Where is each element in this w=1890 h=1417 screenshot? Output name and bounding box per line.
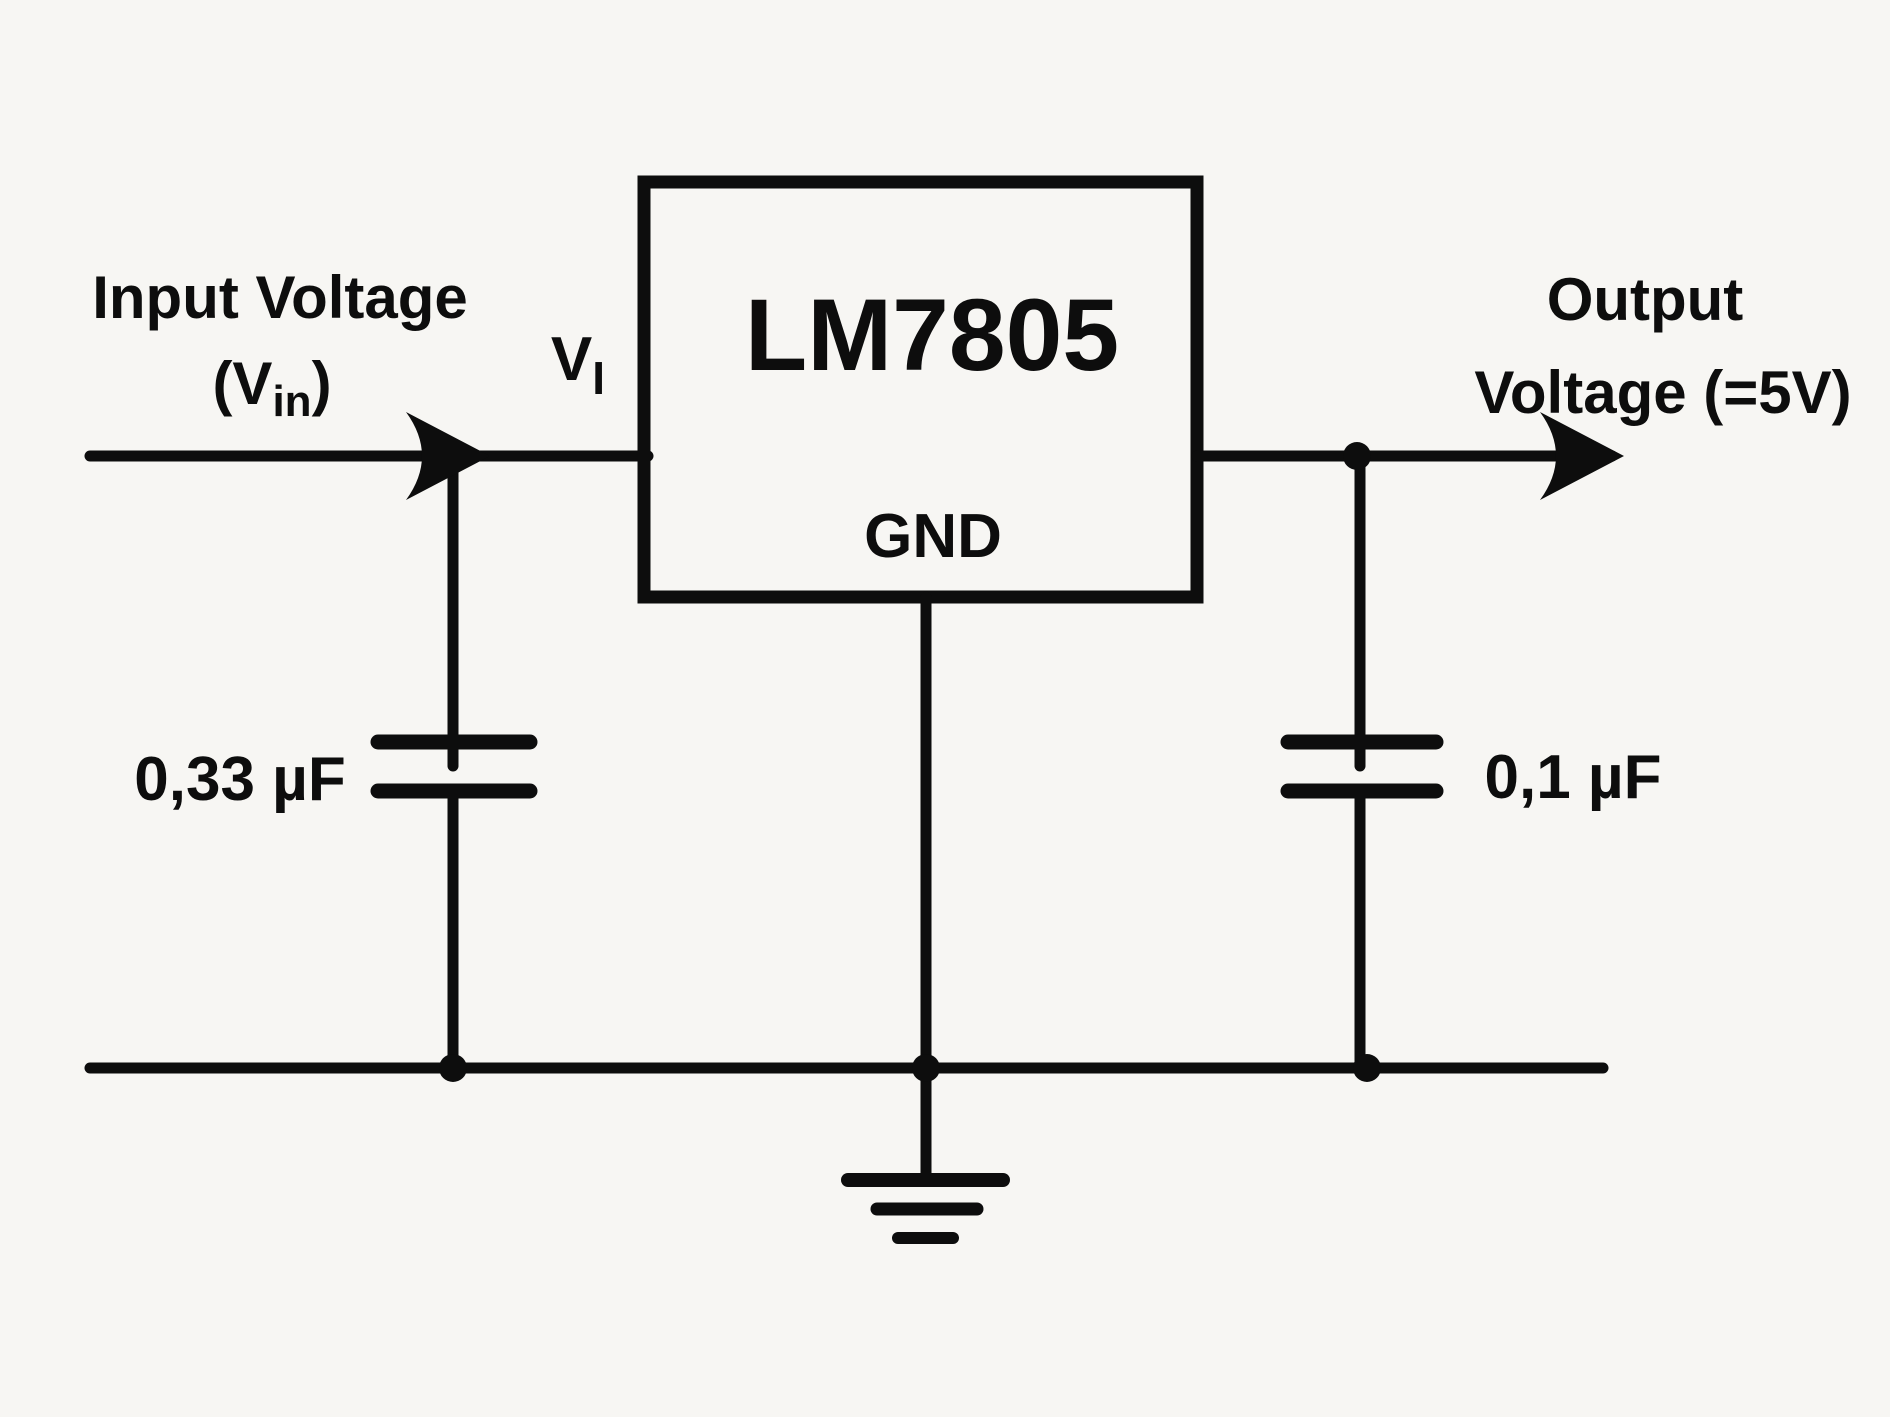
input-capacitor-value-label: 0,33 µF bbox=[134, 745, 346, 814]
input-voltage-label-line2: (Vin) bbox=[212, 350, 331, 426]
junction-dot-rail-right bbox=[1353, 1054, 1381, 1082]
output-voltage-label-line1: Output bbox=[1547, 266, 1744, 333]
junction-dot-rail-left bbox=[439, 1054, 467, 1082]
labels-group: Input Voltage (Vin) VI LM7805 GND Output… bbox=[92, 264, 1851, 814]
input-voltage-label-line1: Input Voltage bbox=[92, 264, 468, 331]
output-voltage-label-line2: Voltage (=5V) bbox=[1474, 359, 1851, 426]
junction-dot-rail-center bbox=[912, 1054, 940, 1082]
wire-group bbox=[84, 175, 1618, 1244]
regulator-gnd-label: GND bbox=[864, 502, 1002, 571]
junction-dot-output bbox=[1343, 442, 1371, 470]
input-arrowhead-icon bbox=[406, 412, 490, 500]
output-arrowhead-icon bbox=[1540, 412, 1624, 500]
regulator-input-pin-label: VI bbox=[551, 325, 605, 404]
output-capacitor-value-label: 0,1 µF bbox=[1484, 743, 1661, 812]
solid-marks-group bbox=[406, 412, 1624, 1082]
regulator-part-number: LM7805 bbox=[745, 278, 1119, 392]
